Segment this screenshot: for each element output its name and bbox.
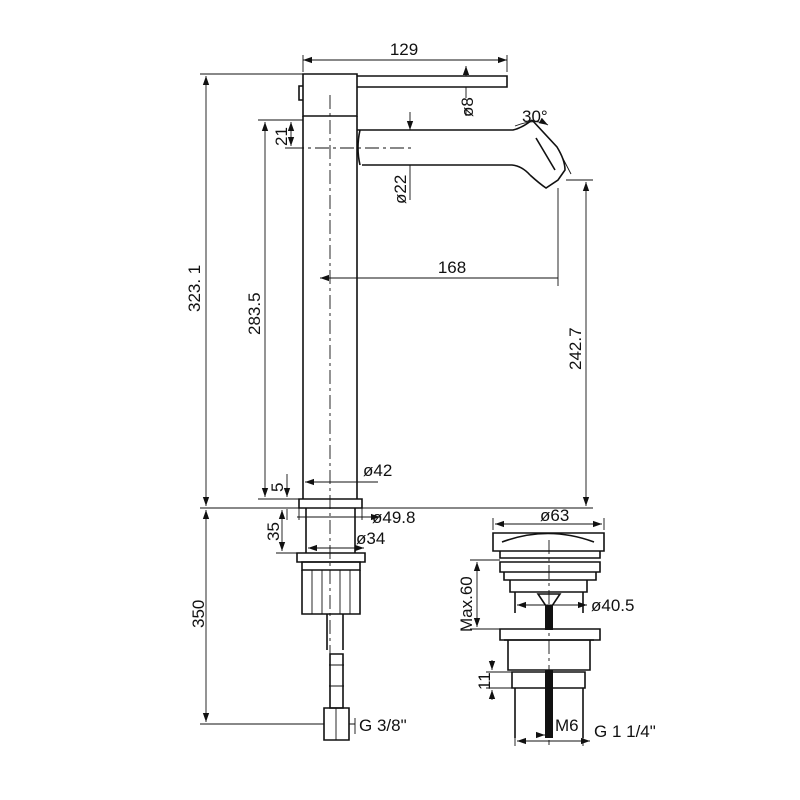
dim-spout-height: 283.5 [245,292,264,335]
dim-spout-diameter: ø22 [391,175,410,204]
dim-spout-angle: 30° [522,107,548,126]
waste-flange [499,561,601,573]
dim-spout-offset: 21 [272,127,291,146]
dim-waste-max-height: Max.60 [457,576,476,632]
dim-handle-diameter: ø8 [458,97,477,117]
dim-waste-thread: G 1 1/4" [594,722,656,741]
faucet-view [290,73,566,741]
dim-waste-rod-thread: M6 [555,716,579,735]
handle-lever [357,75,508,88]
dim-spout-reach: 168 [438,258,466,277]
hose-nut [323,707,350,741]
waste-tail [514,688,584,738]
dim-shank-height: 35 [264,522,283,541]
faucet-body [302,116,358,499]
dim-hose-length: 350 [189,600,208,628]
dim-outlet-height: 242.7 [566,327,585,370]
dim-waste-cap-diameter: ø63 [540,506,569,525]
dim-hose-thread: G 3/8" [359,716,407,735]
dim-total-height: 323. 1 [185,265,204,312]
spout-outlet [529,119,566,189]
dim-base-thickness: 5 [268,483,287,492]
dim-body-diameter: ø42 [363,461,392,480]
dim-shank-diameter: ø34 [356,529,385,548]
waste-view [492,532,605,745]
spout [357,119,533,176]
waste-lower-flange [499,628,601,641]
waste-cap [492,532,605,552]
faucet-base [298,498,363,509]
dim-base-diameter: ø49.8 [372,508,415,527]
dim-waste-body-diameter: ø40.5 [591,596,634,615]
waste-nut [511,671,586,689]
hose-tube [326,614,344,650]
dim-handle-length: 129 [390,40,418,59]
shank [305,508,356,553]
faucet-dimensions: 129 ø8 30° 21 ø22 323. 1 283.5 168 [185,40,593,735]
dim-waste-nut-height: 11 [475,672,494,690]
waste-dimensions: ø63 Max.60 ø40.5 11 M6 G 1 1/4" [457,506,656,746]
